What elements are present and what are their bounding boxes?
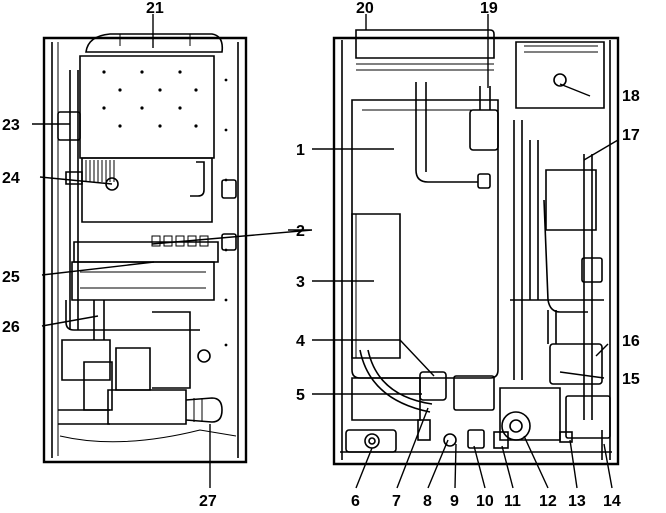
callout-6: 6 — [351, 493, 360, 510]
left-side-view — [42, 33, 248, 464]
callout-23: 23 — [2, 117, 20, 134]
callout-labels: 21 23 24 25 26 27 20 19 18 17 1 2 3 4 5 … — [2, 0, 640, 510]
callout-18: 18 — [622, 88, 640, 105]
callout-8: 8 — [423, 493, 432, 510]
callout-16: 16 — [622, 333, 640, 350]
callout-15: 15 — [622, 371, 640, 388]
callout-4: 4 — [296, 333, 305, 350]
callout-14: 14 — [603, 493, 621, 510]
callout-21: 21 — [146, 0, 164, 17]
callout-1: 1 — [296, 142, 305, 159]
callout-7: 7 — [392, 493, 401, 510]
callout-11: 11 — [504, 493, 521, 510]
right-front-view — [332, 29, 620, 466]
callout-19: 19 — [480, 0, 498, 17]
callout-2: 2 — [296, 223, 305, 240]
callout-3: 3 — [296, 274, 305, 291]
callout-13: 13 — [568, 493, 586, 510]
leader-lines — [32, 14, 619, 489]
callout-12: 12 — [539, 493, 557, 510]
callout-24: 24 — [2, 170, 20, 187]
callout-25: 25 — [2, 269, 20, 286]
callout-17: 17 — [622, 127, 640, 144]
callout-9: 9 — [450, 493, 459, 510]
callout-10: 10 — [476, 493, 494, 510]
callout-20: 20 — [356, 0, 374, 17]
callout-26: 26 — [2, 319, 20, 336]
callout-27: 27 — [199, 493, 217, 510]
callout-5: 5 — [296, 387, 305, 404]
